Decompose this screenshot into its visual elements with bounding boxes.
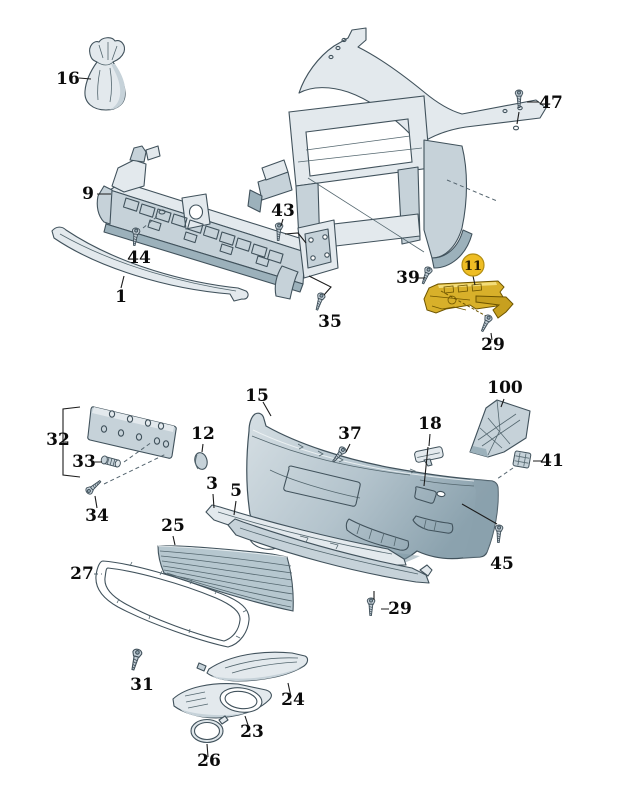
spoiler-strip-lower	[227, 518, 433, 584]
part-label-47: 47	[539, 93, 563, 113]
part-label-27: 27	[70, 564, 94, 584]
part-label-5: 5	[230, 481, 242, 501]
part-label-34: 34	[85, 506, 109, 526]
screw-29-lower	[366, 597, 376, 617]
lower-trim-strip-1	[51, 226, 249, 302]
part-label-23: 23	[240, 722, 264, 742]
part-label-25: 25	[161, 516, 185, 536]
badge-number: 11	[464, 259, 482, 274]
grille-frame-27	[95, 560, 250, 648]
screw-45	[494, 524, 504, 544]
part-label-29-lower: 29	[388, 599, 412, 619]
washer-nozzle-cover-18	[414, 446, 444, 467]
center-grille-25	[157, 545, 294, 612]
badge-circle	[461, 253, 485, 277]
bolt-33	[100, 455, 121, 468]
part-label-43: 43	[271, 201, 295, 221]
part-label-16: 16	[56, 69, 80, 89]
bracket-detail-lines	[429, 283, 483, 311]
part-label-24: 24	[281, 690, 305, 710]
fog-light-grille-23	[172, 683, 272, 719]
part-label-100: 100	[487, 378, 523, 398]
beam-vent-slots	[122, 197, 284, 268]
fog-light-trim-ring-26	[190, 715, 229, 744]
screw-31	[127, 647, 144, 672]
radiator-support-frame	[247, 27, 547, 269]
part-label-15: 15	[245, 386, 269, 406]
part-label-32: 32	[46, 430, 70, 450]
part-label-44: 44	[127, 248, 151, 268]
fog-trim-strip-24	[196, 651, 309, 682]
side-support-bracket-100	[469, 399, 531, 458]
part-label-26: 26	[197, 751, 221, 771]
part-label-45: 45	[490, 554, 514, 574]
part-label-1: 1	[115, 287, 127, 307]
part-label-35: 35	[318, 312, 342, 332]
part-label-33: 33	[72, 452, 96, 472]
headlight-mounting-bracket-highlighted	[423, 280, 514, 319]
part-label-18: 18	[418, 414, 442, 434]
part-label-31: 31	[130, 675, 154, 695]
part-label-12: 12	[191, 424, 215, 444]
cap-12	[194, 452, 208, 470]
plate-holder-holes	[100, 410, 170, 448]
part-labels: 16 47 9 44 43 1 35 39 29 100 15 32 33 12…	[46, 69, 564, 771]
screw-39	[418, 265, 434, 286]
leader-lines	[78, 77, 542, 758]
part-label-9: 9	[82, 184, 94, 204]
part-label-29-upper: 29	[481, 335, 505, 355]
license-plate-holder	[62, 406, 177, 478]
part-label-3: 3	[206, 474, 218, 494]
protective-cover-bag	[84, 37, 126, 111]
bumper-impact-beam	[96, 145, 339, 300]
part-label-39: 39	[396, 268, 420, 288]
part-label-37: 37	[338, 424, 362, 444]
screw-29-upper	[478, 313, 494, 334]
highlight-badge-11: 11	[461, 253, 485, 277]
expansion-nut-41	[512, 450, 532, 469]
screw-34	[84, 477, 104, 496]
part-label-41: 41	[540, 451, 564, 471]
